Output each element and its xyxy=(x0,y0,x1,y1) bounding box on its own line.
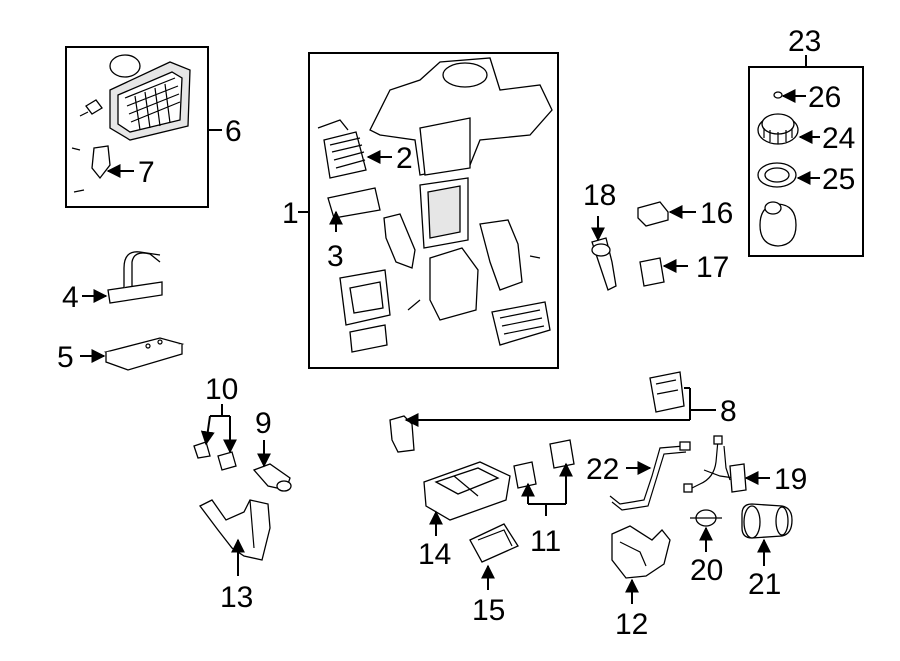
callout-21: 21 xyxy=(748,568,781,601)
duct-13-drawing xyxy=(199,499,271,561)
callout-23: 23 xyxy=(788,25,821,58)
callout-6: 6 xyxy=(225,115,242,148)
harness-19-drawing xyxy=(683,435,747,493)
callout-13: 13 xyxy=(220,581,253,614)
callout-22: 22 xyxy=(586,453,619,486)
callout-16: 16 xyxy=(700,197,733,230)
callout-8: 8 xyxy=(720,395,737,428)
evaporator-cover-drawing xyxy=(103,337,185,371)
duct-12-drawing xyxy=(611,525,671,579)
callout-1: 1 xyxy=(282,197,299,230)
actuator-16-drawing xyxy=(637,201,669,227)
callout-25: 25 xyxy=(822,163,855,196)
tray-15-drawing xyxy=(469,523,519,563)
callout-9: 9 xyxy=(255,407,272,440)
callout-2: 2 xyxy=(396,142,413,175)
callout-4: 4 xyxy=(62,281,79,314)
callout-15: 15 xyxy=(472,594,505,627)
callout-20: 20 xyxy=(690,554,723,587)
actuator-17-drawing xyxy=(639,257,665,287)
sensor-18-drawing xyxy=(591,237,617,291)
callout-11: 11 xyxy=(530,525,561,558)
callout-12: 12 xyxy=(615,608,648,641)
sensors-drawing xyxy=(193,441,237,471)
blower-drawing xyxy=(757,91,799,247)
sensor-9-drawing xyxy=(252,463,292,492)
cable-22-drawing xyxy=(609,441,691,511)
callout-19: 19 xyxy=(774,463,807,496)
motor-21-drawing xyxy=(741,503,793,539)
switches-11-drawing xyxy=(513,439,575,489)
callout-10: 10 xyxy=(205,373,238,406)
filter-housing-drawing xyxy=(71,54,191,193)
callout-24: 24 xyxy=(822,122,855,155)
sensor-20-drawing xyxy=(690,509,722,527)
box-part-1 xyxy=(308,52,559,369)
tray-14-drawing xyxy=(423,461,511,521)
callout-14: 14 xyxy=(418,538,451,571)
callout-17: 17 xyxy=(696,251,729,284)
module-8-drawing xyxy=(389,371,685,453)
callout-7: 7 xyxy=(138,156,155,189)
hvac-case-drawing xyxy=(317,57,553,353)
callout-18: 18 xyxy=(583,179,616,212)
leader-10-a xyxy=(200,415,215,446)
callout-3: 3 xyxy=(327,240,344,273)
callout-26: 26 xyxy=(808,81,841,114)
callout-5: 5 xyxy=(57,341,74,374)
heater-core-drawing xyxy=(107,251,163,304)
box-part-6 xyxy=(65,46,209,208)
